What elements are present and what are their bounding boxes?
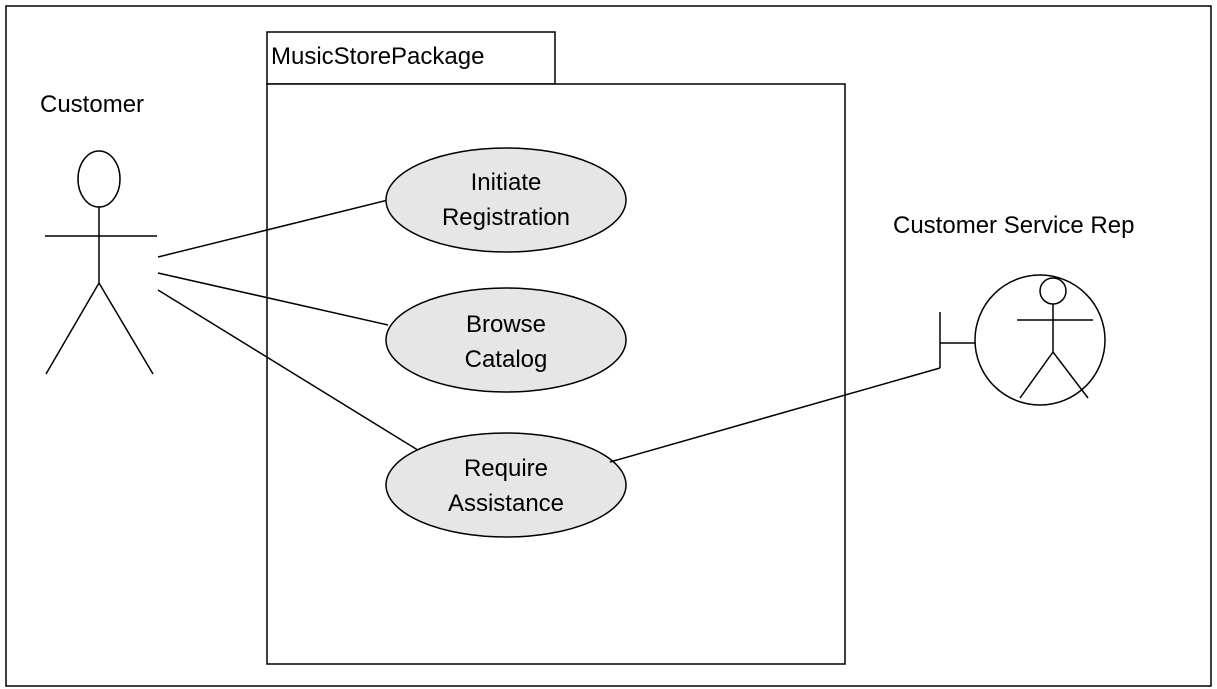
use-case-require-assistance-line2: Assistance: [448, 490, 564, 517]
use-case-initiate-registration[interactable]: Initiate Registration: [385, 147, 627, 253]
use-case-require-assistance-line1: Require: [464, 455, 548, 482]
association-customer-browse-catalog: [157, 272, 389, 326]
association-customer-initiate-registration: [157, 199, 389, 258]
customer-actor[interactable]: Customer: [40, 91, 157, 375]
association-customer-require-assistance: [157, 289, 422, 453]
use-case-require-assistance[interactable]: Require Assistance: [385, 432, 627, 538]
use-case-browse-catalog[interactable]: Browse Catalog: [385, 287, 627, 393]
use-case-initiate-registration-line1: Initiate: [471, 169, 542, 196]
customer-service-rep-actor[interactable]: Customer Service Rep: [893, 212, 1134, 406]
use-case-initiate-registration-line2: Registration: [442, 204, 570, 231]
package-tab: [266, 31, 556, 85]
boundary-actor-icon: [939, 274, 1106, 406]
association-require-assistance-service-rep: [609, 367, 941, 463]
customer-actor-label: Customer: [40, 91, 144, 118]
customer-service-rep-actor-label: Customer Service Rep: [893, 212, 1134, 239]
stick-figure-icon: [45, 150, 157, 375]
use-case-browse-catalog-line2: Catalog: [465, 346, 548, 373]
package-name: MusicStorePackage: [271, 43, 484, 70]
use-case-browse-catalog-line1: Browse: [466, 311, 546, 338]
